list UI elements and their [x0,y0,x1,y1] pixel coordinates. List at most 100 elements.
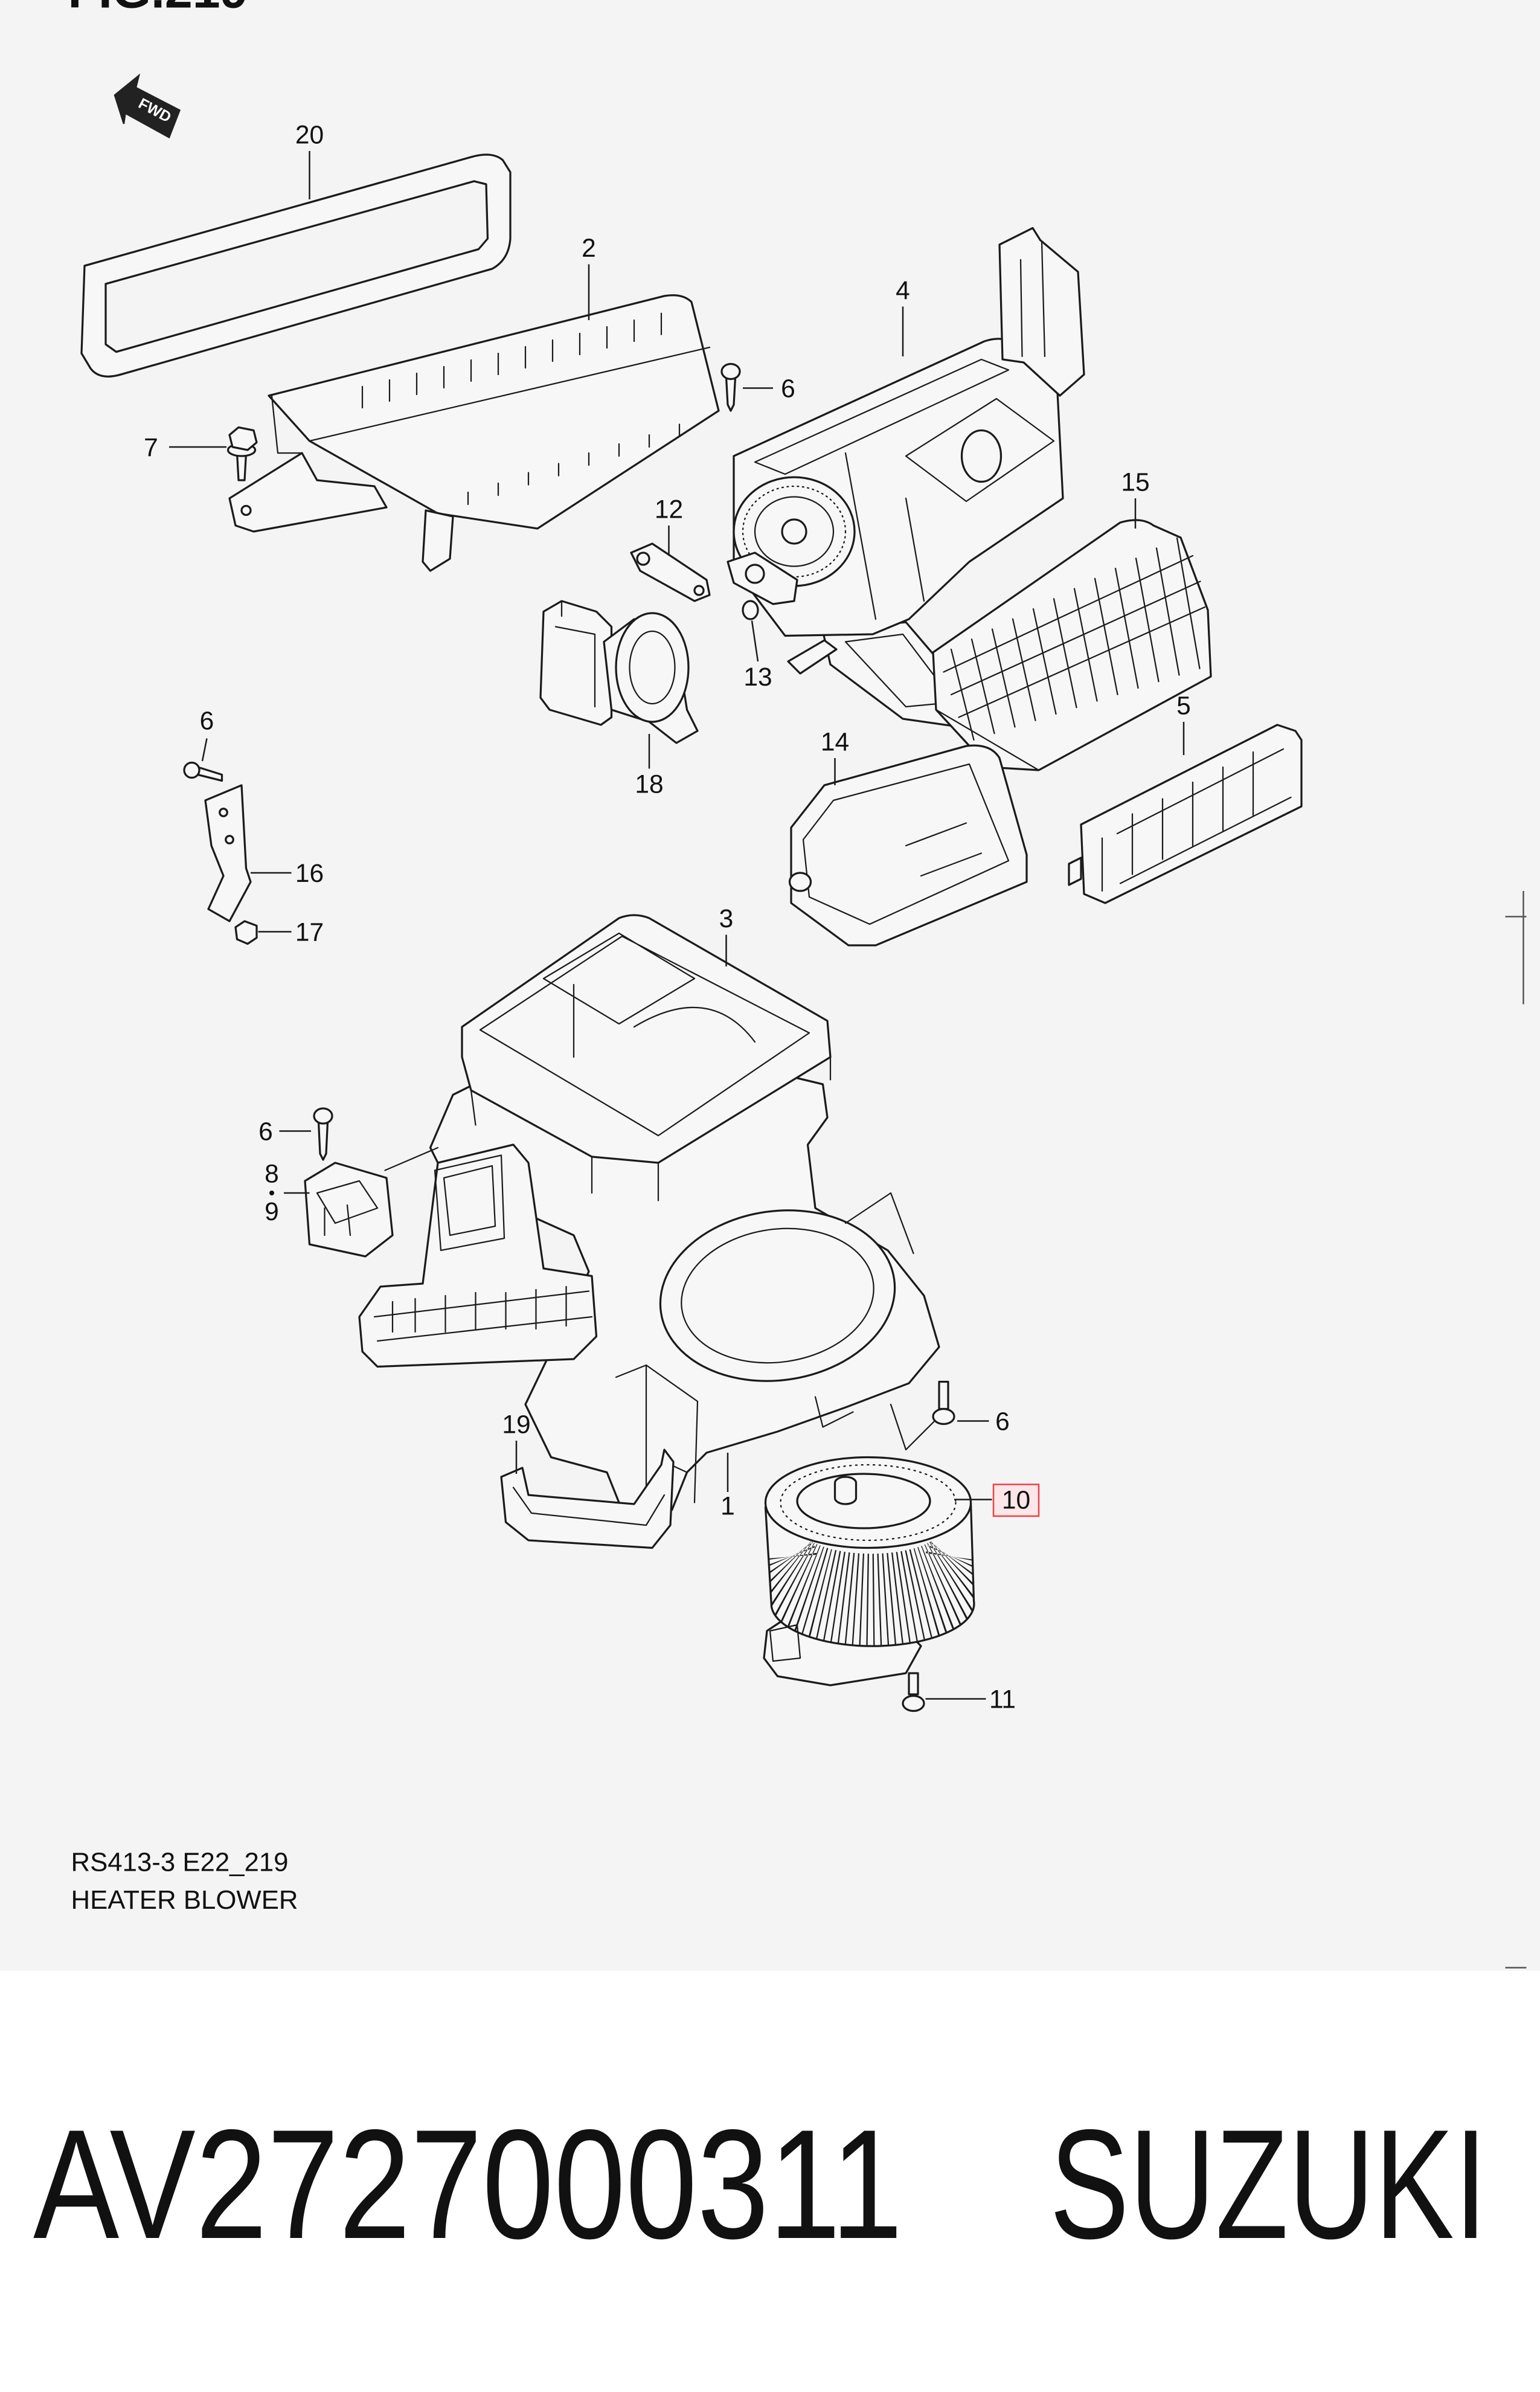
part-6-screw-b [183,761,223,782]
part-4-details [754,240,1055,708]
screw-head [932,1407,955,1426]
part-18-gear [615,612,690,723]
callout-10: 10 [954,1484,1040,1517]
part-1-scroll-inner [681,1227,874,1364]
callout-label: 7 [144,434,158,462]
part-3 [461,914,832,1201]
part-13-boss [742,600,759,620]
part-12 [630,542,711,602]
callout-label: 13 [743,663,772,692]
brand-name: SUZUKI [1050,2097,1487,2271]
part-20-frame [80,153,512,378]
part-2-bracket [228,452,388,533]
part-8-9-body [304,1162,394,1258]
part-2-tab [422,509,454,572]
callout-label: 5 [1176,692,1191,721]
part-10-hub [833,1476,858,1505]
screw-shaft [908,1672,919,1696]
part-5-tab [1068,857,1082,886]
part-15 [932,519,1212,771]
callout-label: 4 [896,277,910,305]
callout-20: 20 [295,121,324,199]
screw-shaft [725,376,737,412]
part-11 [902,1672,925,1712]
callout-label: 20 [295,121,324,150]
callout-label: 3 [719,905,734,933]
part-1-scroll [659,1209,896,1382]
part-4-scroll-inner [754,496,835,567]
diagram-background [0,0,1540,1971]
part-12-pin [693,585,705,596]
part-1 [429,1071,940,1511]
figure-title: FIG.219 [68,0,248,19]
part-4-port [960,429,1003,483]
screw-head [720,362,741,381]
part-18-housing [539,600,613,726]
part-2 [228,294,720,572]
callout-5: 5 [1176,692,1191,755]
callout-label: 6 [258,1118,273,1146]
part-13 [727,551,838,675]
part-14-port [788,872,812,892]
callout-6-d: 6 [957,1408,1010,1436]
screw-head [183,761,201,779]
part-5-body [1080,724,1303,904]
callout-13: 13 [743,620,772,692]
callout-label: 16 [295,860,324,888]
screw-shaft [317,1120,329,1161]
screw-shaft [938,1380,949,1410]
part-18 [539,600,699,744]
leader-line [751,620,759,662]
part-10 [763,1456,975,1686]
part-13-pivot [745,564,765,584]
part-number: AV2727000311 [33,2097,903,2271]
part-16 [204,784,252,922]
part-7-shaft [236,452,248,481]
callout-6-b: 6 [200,707,214,762]
part-16-hole-a [219,808,228,817]
callout-1: 1 [720,1453,735,1521]
part-10-top-blades [780,1464,957,1542]
callout-highlight-box [992,1484,1040,1517]
part-5 [1068,724,1303,904]
side-duct-slats [373,1285,593,1342]
part-1-side-duct [358,1143,598,1368]
callout-11: 11 [925,1686,1016,1714]
part-19-inner [512,1487,666,1526]
callout-12: 12 [655,496,683,556]
part-4-scroll-vanes [742,485,847,578]
callout-label-9: 9 [265,1198,279,1226]
part-4 [733,227,1085,729]
part-8-9-details [316,1146,439,1236]
callout-label: 17 [295,919,324,947]
figure-caption: HEATER BLOWER [71,1885,298,1915]
part-16-bracket [204,784,252,922]
part-18-details [554,600,596,708]
part-13-rod [787,639,838,675]
callout-2: 2 [582,234,596,320]
callout-label: 6 [200,707,214,736]
leader-line [201,738,208,762]
part-6-screw-a [720,362,741,412]
callout-17: 17 [258,919,324,947]
callout-dot [269,1191,274,1196]
callout-label: 2 [582,234,596,263]
part-14-rim [802,763,1010,925]
part-7 [226,426,258,481]
part-10-blades [765,1539,974,1647]
callout-label: 12 [655,496,683,524]
part-19 [500,1448,675,1549]
callout-label: 6 [781,375,795,403]
part-6-screw-d [932,1380,955,1426]
part-2-hole [240,504,252,516]
figure-code: RS413-3 E22_219 [71,1848,289,1877]
part-17 [234,920,258,945]
callout-label: 6 [995,1408,1010,1436]
callout-4: 4 [896,277,910,356]
callout-14: 14 [821,728,849,785]
callout-label: 15 [1121,469,1149,497]
crop-marks [1505,891,1527,1969]
part-8-9 [304,1146,439,1258]
part-4-hub [781,518,807,545]
callout-label: 18 [635,771,663,799]
